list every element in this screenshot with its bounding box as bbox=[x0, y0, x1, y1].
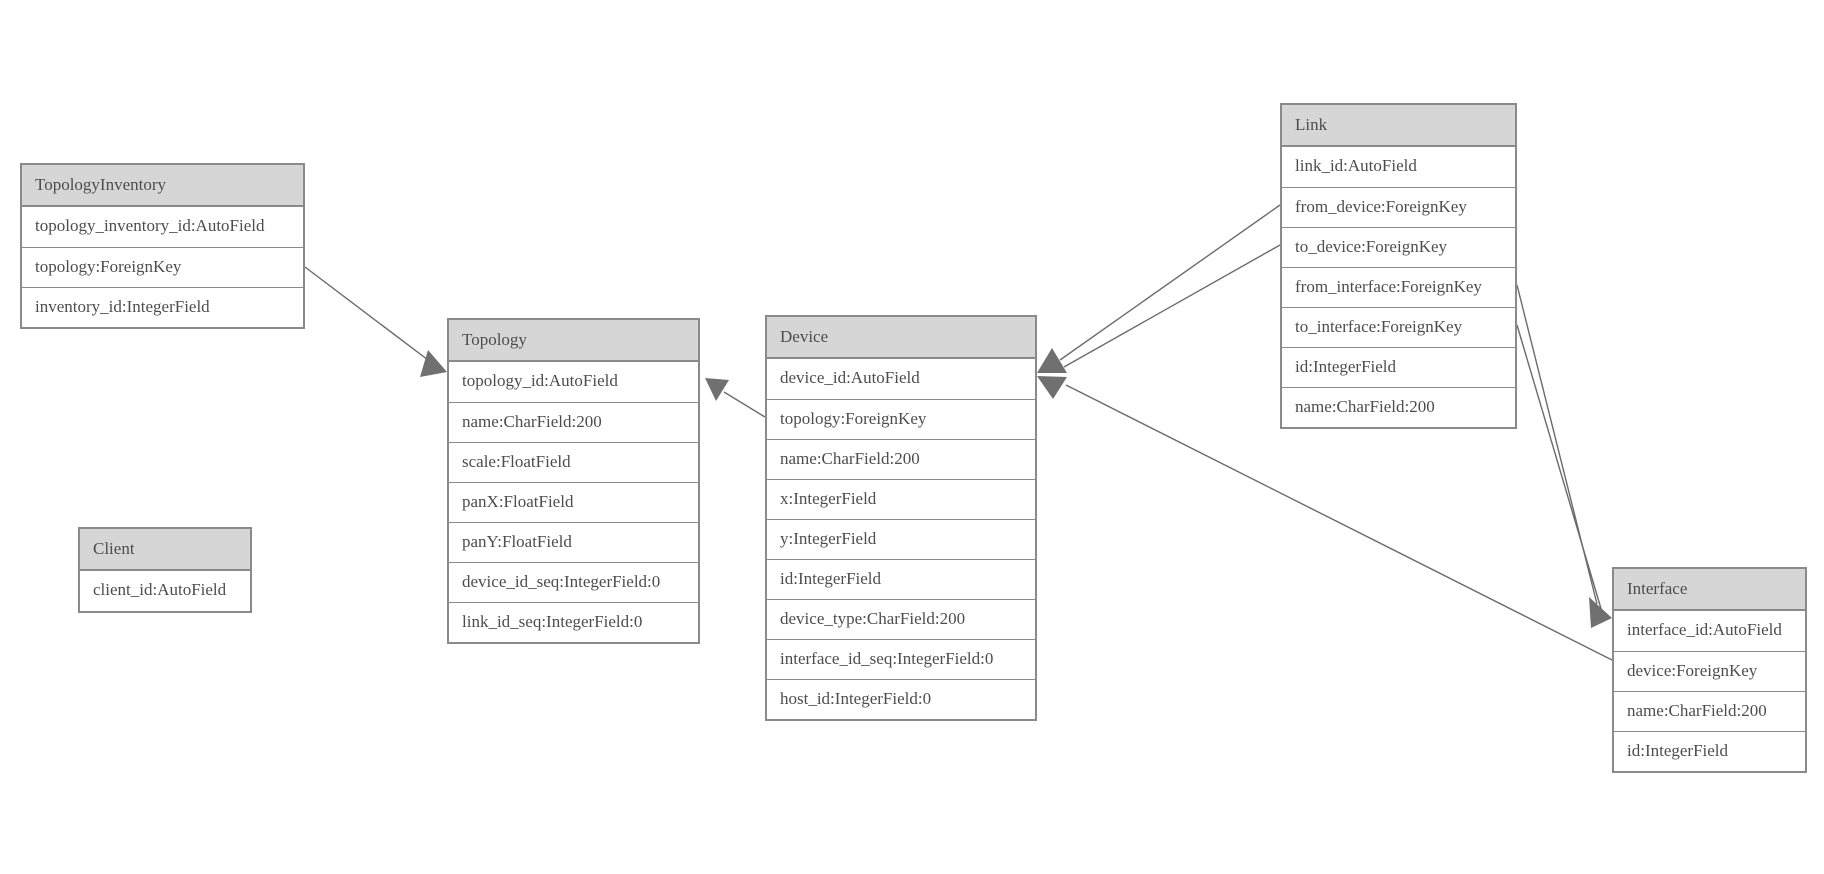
entity-field-topology-0: topology_id:AutoField bbox=[449, 362, 698, 402]
entity-field-link-2: to_device:ForeignKey bbox=[1282, 227, 1515, 267]
entity-field-device-1: topology:ForeignKey bbox=[767, 399, 1035, 439]
entity-field-topology-inventory-0: topology_inventory_id:AutoField bbox=[22, 207, 303, 247]
entity-field-device-8: host_id:IntegerField:0 bbox=[767, 679, 1035, 719]
entity-field-topology-1: name:CharField:200 bbox=[449, 402, 698, 442]
entity-title-interface: Interface bbox=[1614, 569, 1805, 611]
arrowhead-interface-device bbox=[1037, 376, 1067, 399]
arrowhead-device-topology bbox=[705, 378, 729, 401]
edge-device-topology bbox=[723, 391, 766, 418]
entity-title-link: Link bbox=[1282, 105, 1515, 147]
entity-field-topology-6: link_id_seq:IntegerField:0 bbox=[449, 602, 698, 642]
entity-field-topology-inventory-1: topology:ForeignKey bbox=[22, 247, 303, 287]
entity-title-device: Device bbox=[767, 317, 1035, 359]
entity-field-interface-1: device:ForeignKey bbox=[1614, 651, 1805, 691]
entity-field-device-4: y:IntegerField bbox=[767, 519, 1035, 559]
entity-field-link-4: to_interface:ForeignKey bbox=[1282, 307, 1515, 347]
arrowhead-link-from-device bbox=[1037, 348, 1067, 373]
entity-field-link-0: link_id:AutoField bbox=[1282, 147, 1515, 187]
entity-field-device-7: interface_id_seq:IntegerField:0 bbox=[767, 639, 1035, 679]
entity-field-interface-0: interface_id:AutoField bbox=[1614, 611, 1805, 651]
entity-field-link-3: from_interface:ForeignKey bbox=[1282, 267, 1515, 307]
edge-link-to-interface bbox=[1516, 324, 1603, 613]
entity-field-device-0: device_id:AutoField bbox=[767, 359, 1035, 399]
entity-field-link-6: name:CharField:200 bbox=[1282, 387, 1515, 427]
entity-title-client: Client bbox=[80, 529, 250, 571]
entity-title-topology-inventory: TopologyInventory bbox=[22, 165, 303, 207]
arrowhead-topologyinventory-topology bbox=[420, 350, 447, 377]
entity-field-interface-3: id:IntegerField bbox=[1614, 731, 1805, 771]
arrowhead-link-from-interface bbox=[1589, 597, 1612, 628]
entity-field-device-3: x:IntegerField bbox=[767, 479, 1035, 519]
entity-field-device-6: device_type:CharField:200 bbox=[767, 599, 1035, 639]
edge-link-to-device bbox=[1063, 244, 1281, 368]
entity-field-device-5: id:IntegerField bbox=[767, 559, 1035, 599]
edge-interface-device bbox=[1065, 384, 1613, 661]
entity-field-topology-4: panY:FloatField bbox=[449, 522, 698, 562]
entity-field-device-2: name:CharField:200 bbox=[767, 439, 1035, 479]
entity-field-link-5: id:IntegerField bbox=[1282, 347, 1515, 387]
entity-field-topology-5: device_id_seq:IntegerField:0 bbox=[449, 562, 698, 602]
edge-topologyinventory-topology bbox=[304, 266, 437, 367]
entity-field-link-1: from_device:ForeignKey bbox=[1282, 187, 1515, 227]
edge-link-from-device bbox=[1059, 204, 1281, 361]
entity-field-topology-2: scale:FloatField bbox=[449, 442, 698, 482]
entity-field-topology-3: panX:FloatField bbox=[449, 482, 698, 522]
entity-field-topology-inventory-2: inventory_id:IntegerField bbox=[22, 287, 303, 327]
entity-title-topology: Topology bbox=[449, 320, 698, 362]
entity-field-interface-2: name:CharField:200 bbox=[1614, 691, 1805, 731]
entity-field-client-0: client_id:AutoField bbox=[80, 571, 250, 611]
